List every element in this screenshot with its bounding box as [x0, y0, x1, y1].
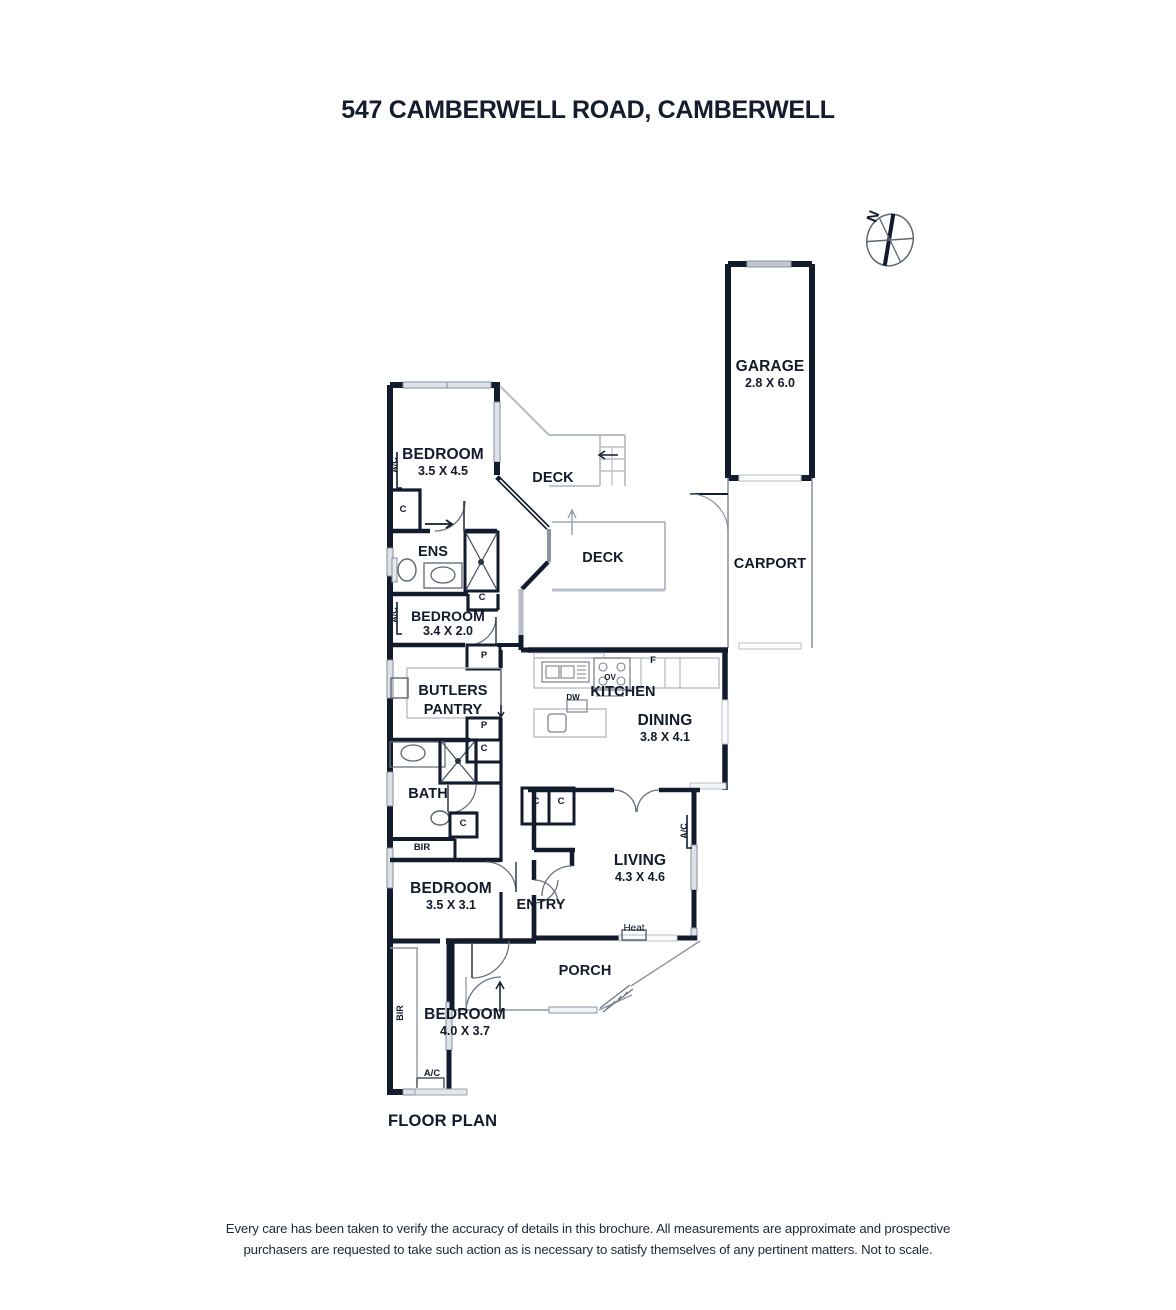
garage-structure: [725, 260, 815, 482]
porch-structure: [449, 940, 701, 1014]
room-label-entry: ENTRY: [502, 897, 580, 913]
aircon-label-bedroom2: A/C: [388, 607, 399, 623]
room-label-kitchen: KITCHEN: [578, 684, 668, 700]
butlers-name2: PANTRY: [423, 702, 483, 718]
room-label-carport: CARPORT: [712, 556, 828, 572]
room-label-ens: ENS: [402, 544, 464, 560]
disclaimer: Every care has been taken to verify the …: [0, 1218, 1176, 1260]
left-wall-windows: [386, 547, 394, 889]
bedroom1-dimensions: 3.5 X 4.5: [417, 464, 469, 478]
room-label-bath: BATH: [396, 786, 460, 802]
oven-label: OV: [604, 673, 616, 682]
bedroom4-dimensions: 4.0 X 3.7: [439, 1024, 491, 1038]
floor-plan-label: FLOOR PLAN: [388, 1112, 498, 1130]
bath-fixtures: [389, 738, 503, 863]
porch-name: PORCH: [558, 963, 612, 979]
living-structure: [520, 786, 700, 941]
dining-name: DINING: [637, 712, 693, 729]
room-label-deck-upper: DECK: [518, 470, 588, 486]
dishwasher-label: DW: [566, 693, 580, 702]
closet-label-bath-upper: C: [480, 743, 488, 754]
deck-upper-name: DECK: [532, 470, 574, 486]
bath-name: BATH: [408, 786, 448, 802]
aircon-label-bedroom1: A/C: [388, 457, 399, 473]
closet-label-ens: C: [478, 592, 486, 603]
bedroom2-partitions: [390, 602, 521, 671]
bedroom3-name: BEDROOM: [410, 880, 492, 897]
room-label-butlers-pantry: BUTLERS PANTRY: [404, 682, 502, 720]
page-title: 547 CAMBERWELL ROAD, CAMBERWELL: [341, 96, 835, 124]
room-label-bedroom3: BEDROOM 3.5 X 3.1: [398, 880, 504, 913]
fridge-label: F: [650, 655, 656, 666]
room-label-bedroom4: BEDROOM 4.0 X 3.7: [410, 1006, 520, 1039]
pantry-label-top: P: [480, 650, 488, 661]
room-label-porch: PORCH: [545, 963, 625, 979]
room-label-garage: GARAGE 2.8 X 6.0: [712, 358, 828, 391]
bedroom4-name: BEDROOM: [424, 1006, 506, 1023]
disclaimer-line-1: Every care has been taken to verify the …: [225, 1221, 951, 1236]
window: [402, 381, 492, 389]
entry-name: ENTRY: [516, 897, 566, 913]
carport-name: CARPORT: [733, 556, 807, 572]
room-label-bedroom1: BEDROOM 3.5 X 4.5: [390, 446, 496, 479]
room-label-deck-lower: DECK: [568, 550, 638, 566]
bedroom3-partitions: [485, 830, 517, 941]
room-label-dining: DINING 3.8 X 4.1: [612, 712, 718, 745]
pantry-label-bottom: P: [480, 720, 488, 731]
ensuite-fixtures: [390, 530, 500, 612]
closet-label-living-2: C: [557, 796, 565, 807]
room-label-bedroom2: BEDROOM 3.4 X 2.0: [398, 608, 498, 639]
closet-label-bath-lower: C: [459, 818, 467, 829]
deck-lower-name: DECK: [582, 550, 624, 566]
bedroom2-name: BEDROOM: [411, 608, 485, 624]
closet-label-living-1: C: [532, 796, 540, 807]
bedroom3-dimensions: 3.5 X 3.1: [425, 898, 477, 912]
bedroom2-dimensions: 3.4 X 2.0: [422, 624, 474, 638]
carport-structure: [689, 478, 813, 650]
bir-label-bath: BIR: [413, 842, 431, 853]
kitchen-fixtures: [533, 657, 720, 738]
closet-label-bed1: C: [399, 504, 407, 515]
bir-label-bedroom4: BIR: [394, 1005, 405, 1021]
living-dimensions: 4.3 X 4.6: [614, 870, 666, 884]
deck-structure: [499, 385, 666, 592]
butlers-name: BUTLERS: [418, 683, 488, 699]
bedroom4-partitions: [390, 947, 445, 1088]
garage-dimensions: 2.8 X 6.0: [744, 376, 796, 390]
heater-label: Heat: [623, 923, 645, 934]
ens-name: ENS: [417, 544, 449, 560]
disclaimer-line-2: purchasers are requested to take such ac…: [243, 1242, 933, 1257]
entry-structure: [471, 860, 559, 979]
kitchen-name: KITCHEN: [590, 684, 656, 700]
room-label-living: LIVING 4.3 X 4.6: [588, 852, 692, 885]
garage-name: GARAGE: [735, 358, 805, 375]
dining-dimensions: 3.8 X 4.1: [639, 730, 691, 744]
compass-rose: [866, 213, 914, 267]
bedroom1-name: BEDROOM: [402, 446, 484, 463]
living-name: LIVING: [613, 852, 667, 869]
aircon-label-living: A/C: [678, 823, 689, 839]
aircon-label-bedroom4: A/C: [423, 1068, 441, 1079]
